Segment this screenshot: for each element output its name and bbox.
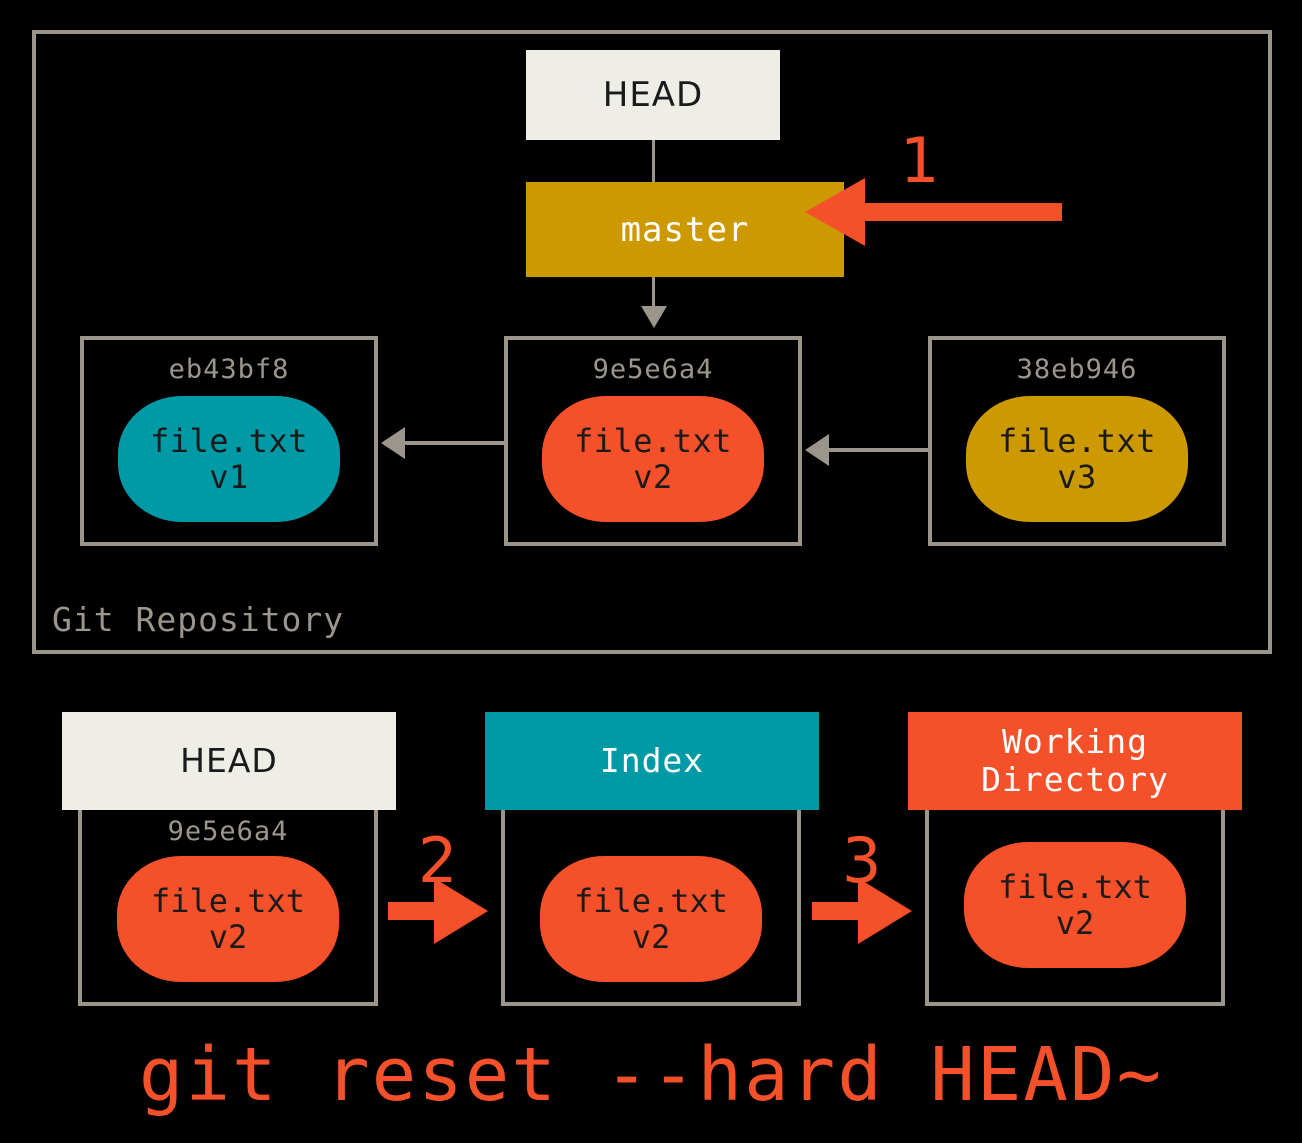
blob-filename: file.txt — [150, 881, 306, 920]
commit-hash-label: 38eb946 — [1016, 354, 1138, 385]
commit-box-9e5e6a4: 9e5e6a4 file.txt v2 — [504, 336, 802, 546]
parent-arrow-shaft — [403, 441, 506, 445]
stage-body-working-directory: file.txt v2 — [925, 810, 1225, 1006]
commit-box-eb43bf8: eb43bf8 file.txt v1 — [80, 336, 378, 546]
commit-blob: file.txt v3 — [966, 396, 1188, 522]
commit-blob: file.txt v1 — [118, 396, 340, 522]
step-arrow-2-shaft — [388, 902, 440, 920]
step-number-3: 3 — [842, 824, 882, 897]
blob-filename: file.txt — [573, 421, 733, 460]
commit-blob: file.txt v2 — [542, 396, 764, 522]
stage-title-line2: Directory — [981, 760, 1169, 799]
step-arrow-3-shaft — [812, 902, 864, 920]
parent-arrow-head-icon — [805, 434, 829, 466]
branch-master-label: master — [620, 209, 750, 250]
stage-header-index: Index — [485, 712, 819, 810]
stage-hash-label: 9e5e6a4 — [167, 816, 289, 847]
head-pointer-label: HEAD — [602, 75, 704, 115]
stage-header-working-directory: Working Directory — [908, 712, 1242, 810]
blob-filename: file.txt — [997, 421, 1157, 460]
commit-hash-label: eb43bf8 — [168, 354, 290, 385]
head-to-branch-connector — [652, 140, 655, 182]
blob-version: v2 — [633, 458, 673, 496]
callout-arrow-1-head-icon — [805, 178, 865, 246]
head-pointer-box: HEAD — [526, 50, 780, 140]
blob-filename: file.txt — [149, 421, 309, 460]
blob-version: v2 — [631, 918, 671, 956]
parent-arrow-shaft — [827, 448, 930, 452]
blob-filename: file.txt — [997, 867, 1153, 906]
blob-filename: file.txt — [573, 881, 729, 920]
blob-version: v1 — [209, 458, 249, 496]
commit-box-38eb946: 38eb946 file.txt v3 — [928, 336, 1226, 546]
step-number-2: 2 — [418, 824, 458, 897]
stage-title: HEAD — [180, 740, 278, 780]
parent-arrow-head-icon — [381, 427, 405, 459]
callout-arrow-1-shaft — [862, 203, 1062, 221]
step-arrow-2-head-icon — [434, 878, 488, 944]
stage-body-head: 9e5e6a4 file.txt v2 — [78, 810, 378, 1006]
blob-version: v2 — [1055, 904, 1095, 942]
stage-body-index: file.txt v2 — [501, 810, 801, 1006]
blob-version: v2 — [208, 918, 248, 956]
branch-to-commit-arrowhead-icon — [641, 306, 667, 328]
stage-blob: file.txt v2 — [964, 842, 1186, 968]
stage-header-head: HEAD — [62, 712, 396, 810]
command-caption: git reset --hard HEAD~ — [138, 1032, 1164, 1118]
stage-title: Working — [1001, 721, 1149, 761]
branch-to-commit-connector — [652, 277, 655, 322]
commit-hash-label: 9e5e6a4 — [592, 354, 714, 385]
stage-title: Index — [599, 740, 705, 780]
stage-blob: file.txt v2 — [117, 856, 339, 982]
branch-master-box: master — [526, 182, 844, 277]
stage-blob: file.txt v2 — [540, 856, 762, 982]
step-arrow-3-head-icon — [858, 878, 912, 944]
callout-number-1: 1 — [900, 124, 940, 197]
git-repository-label: Git Repository — [52, 600, 345, 639]
blob-version: v3 — [1057, 458, 1097, 496]
